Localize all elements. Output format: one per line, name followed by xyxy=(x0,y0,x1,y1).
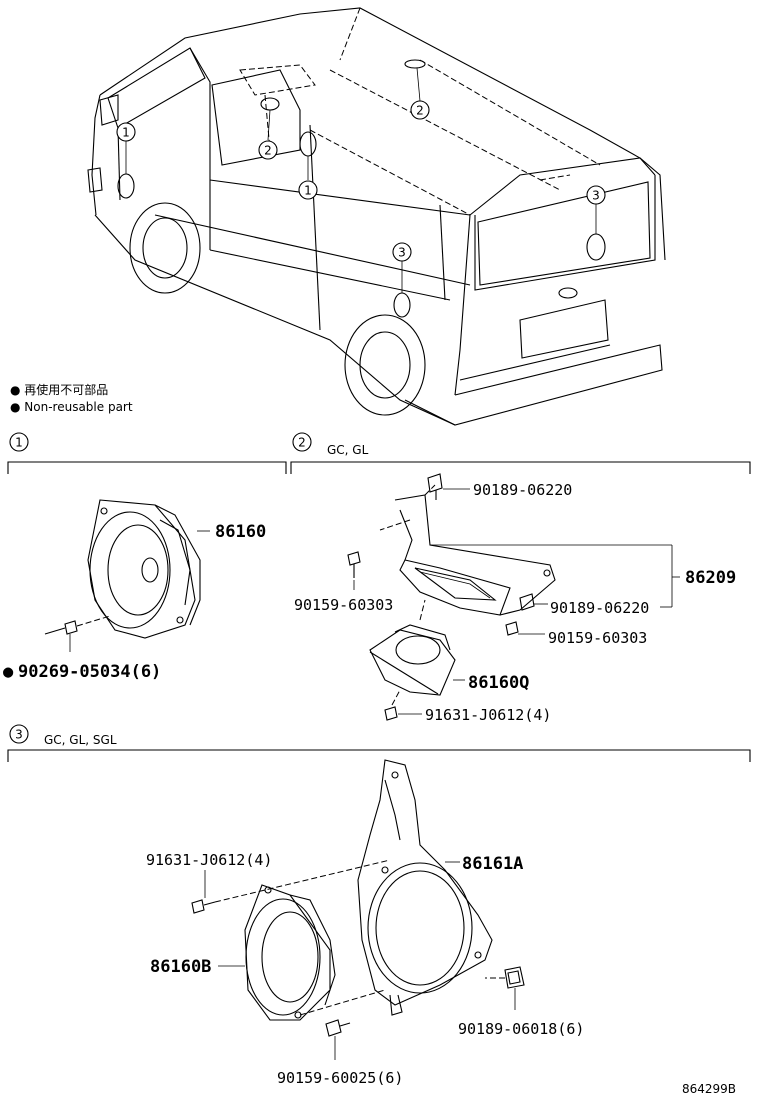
legend-line-2: ● Non-reusable part xyxy=(10,400,133,414)
legend-line-1: ● 再使用不可部品 xyxy=(10,382,108,397)
overview-callout-2b: 2 xyxy=(410,67,430,120)
part-label-90159-60303-right: 90159-60303 xyxy=(548,629,647,647)
part-label-90159-60025: 90159-60025(6) xyxy=(277,1069,403,1087)
nut-90189-06018 xyxy=(485,966,525,1010)
van-illustration xyxy=(87,7,666,426)
part-label-90269-05034: 90269-05034(6) xyxy=(18,662,161,682)
overview-callout-3b: 3 xyxy=(586,185,606,234)
speaker-86160B xyxy=(244,884,386,1021)
screw-top-90189-06220 xyxy=(427,473,470,500)
screw-marker: ● xyxy=(3,662,14,682)
screw-bottom-91631-J0612 xyxy=(384,689,422,721)
screw-top-91631-J0612-s3 xyxy=(191,859,391,914)
svg-text:3: 3 xyxy=(592,189,600,203)
part-label-86160: 86160 xyxy=(215,522,266,542)
svg-text:2: 2 xyxy=(264,144,272,158)
part-label-86209: 86209 xyxy=(685,568,736,588)
part-label-90189-06220-top: 90189-06220 xyxy=(473,481,572,499)
svg-text:3: 3 xyxy=(398,246,406,260)
speaker-86160Q xyxy=(369,599,456,696)
diagram-id: 864299B xyxy=(682,1082,736,1096)
screw-bottom-90159-60025 xyxy=(325,1019,351,1060)
section-1-header: 1 xyxy=(7,432,287,474)
overview-callout-3a: 3 xyxy=(392,242,412,293)
part-label-86161A: 86161A xyxy=(462,854,523,874)
speaker-86160 xyxy=(87,499,201,639)
overview-callout-1b: 1 xyxy=(298,156,318,200)
svg-text:2: 2 xyxy=(298,436,306,450)
bracket-86161A xyxy=(357,759,493,1016)
screw-mid-90189-06220 xyxy=(519,593,548,611)
overview-callout-1a: 1 xyxy=(116,122,136,174)
part-label-90189-06220-mid: 90189-06220 xyxy=(550,599,649,617)
part-label-86160Q: 86160Q xyxy=(468,673,529,693)
legend: ● 再使用不可部品 ● Non-reusable part xyxy=(10,382,133,414)
screw-90269-05034 xyxy=(44,615,111,652)
part-label-90189-06018: 90189-06018(6) xyxy=(458,1020,584,1038)
section-3-header: 3 GC, GL, SGL xyxy=(7,724,751,762)
svg-text:GC, GL: GC, GL xyxy=(327,443,369,457)
part-label-86160B: 86160B xyxy=(150,957,211,977)
overview-callout-2a: 2 xyxy=(258,109,278,160)
part-label-90159-60303-left: 90159-60303 xyxy=(294,596,393,614)
svg-text:1: 1 xyxy=(15,436,23,450)
screw-left-90159-60303 xyxy=(347,551,361,590)
svg-text:2: 2 xyxy=(416,104,424,118)
part-label-91631-J0612-s3: 91631-J0612(4) xyxy=(146,851,272,869)
svg-text:1: 1 xyxy=(304,184,312,198)
section-2-header: 2 GC, GL xyxy=(290,432,751,474)
svg-text:3: 3 xyxy=(15,728,23,742)
bracket-86209 xyxy=(379,484,556,616)
svg-text:GC, GL, SGL: GC, GL, SGL xyxy=(44,733,117,747)
screw-right-90159-60303 xyxy=(505,621,545,636)
part-label-91631-J0612-s2: 91631-J0612(4) xyxy=(425,706,551,724)
svg-text:1: 1 xyxy=(122,126,130,140)
